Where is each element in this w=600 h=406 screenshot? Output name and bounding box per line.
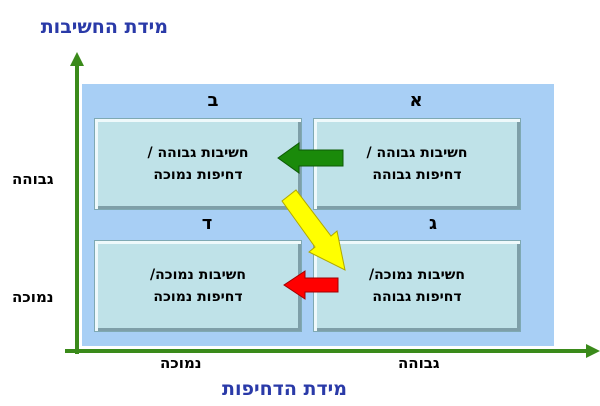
quadrant-d: חשיבות נמוכה/ דחיפות נמוכה [94, 240, 302, 332]
quadrant-letter-b: ב [207, 90, 219, 111]
quadrant-b-line2: דחיפות נמוכה [153, 167, 243, 183]
y-label-low: נמוכה [12, 288, 54, 306]
quadrant-a: חשיבות גבוהה / דחיפות גבוהה [313, 118, 521, 210]
x-label-high: גבוהה [398, 354, 440, 372]
quadrant-b: חשיבות גבוהה / דחיפות נמוכה [94, 118, 302, 210]
quadrant-a-line1: חשיבות גבוהה / [366, 145, 468, 161]
red-arrow [283, 270, 339, 300]
x-axis-title: מידת הדחיפות [222, 378, 347, 400]
quadrant-letter-c: ג [428, 213, 438, 234]
green-arrow [277, 142, 344, 174]
quadrant-c-line1: חשיבות נמוכה/ [368, 267, 466, 283]
quadrant-d-line2: דחיפות נמוכה [153, 289, 243, 305]
quadrant-c: חשיבות נמוכה/ דחיפות גבוהה [313, 240, 521, 332]
y-label-high: גבוהה [12, 170, 54, 188]
quadrant-d-line1: חשיבות נמוכה/ [149, 267, 247, 283]
y-axis-title: מידת החשיבות [40, 16, 168, 38]
x-label-low: נמוכה [160, 354, 202, 372]
x-axis-arrowhead [586, 344, 600, 358]
y-axis-arrowhead [70, 52, 84, 66]
quadrant-letter-d: ד [201, 213, 213, 234]
quadrant-b-line1: חשיבות גבוהה / [147, 145, 249, 161]
yellow-arrow [281, 189, 346, 271]
quadrant-a-line2: דחיפות גבוהה [372, 167, 462, 183]
quadrant-c-line2: דחיפות גבוהה [372, 289, 462, 305]
quadrant-letter-a: א [409, 90, 423, 111]
